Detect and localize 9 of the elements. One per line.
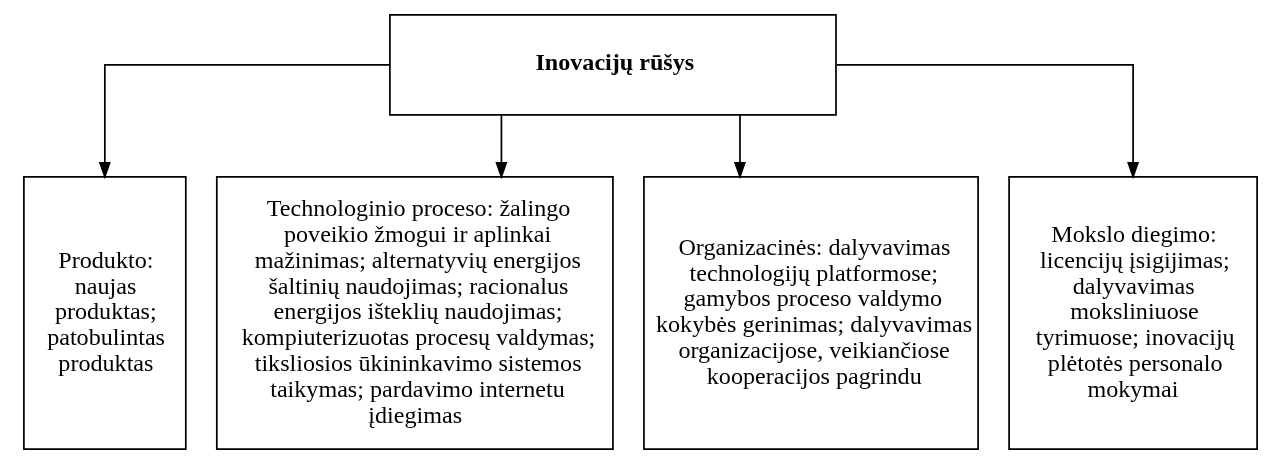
node-box: Technologinio proceso: žalingo poveikio žmogui ir aplinkai mažinimas; alternatyvių energijos šaltinių naudojimas; racionalus energijos išteklių naudojimas; kompiuterizuotas procesų valdymas; tiksliosios ūkininkavimo sistemos taikymas; pardavimo internetu įdiegimas [215,176,614,450]
node-box: Produkto: naujas produktas; patobulintas produktas [22,176,187,450]
node-box: Inovacijų rūšys [388,14,837,116]
node-box: Organizacinės: dalyvavimas technologijų platformose; gamybos proceso valdymo kokybės gerinimas; dalyvavimas organizacijose, veikiančiose kooperacijos pagrindu [642,176,979,450]
arrow [98,64,390,180]
arrow [494,114,507,180]
node-box: Mokslo diegimo: licencijų įsigijimas; dalyvavimas moksliniuose tyrimuose; inovacijų plėtotės personalo mokymai [1007,176,1258,450]
arrow [835,64,1139,180]
arrow [733,114,746,180]
